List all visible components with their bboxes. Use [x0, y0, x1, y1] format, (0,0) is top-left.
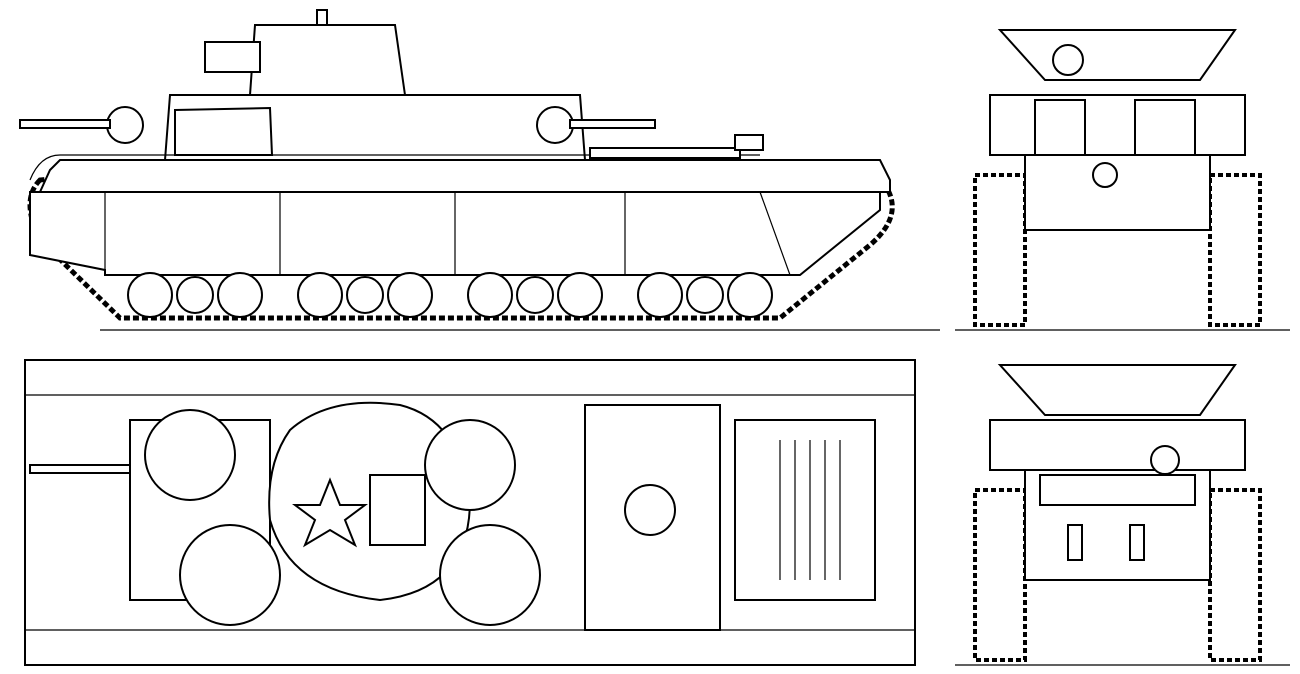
front-mg-turret — [174, 106, 274, 156]
engine-grille — [589, 147, 741, 159]
rear-right-track — [1208, 488, 1262, 662]
rear-small-turret — [536, 106, 574, 144]
top-view — [24, 359, 916, 666]
front-main-turret — [997, 29, 1237, 81]
top-front-gun — [29, 464, 131, 474]
rear-left-turret — [424, 419, 516, 511]
upper-hull — [38, 159, 891, 193]
rear-left-track — [973, 488, 1027, 662]
front-headlight — [1092, 162, 1118, 188]
turret-hatch — [369, 474, 426, 546]
hull-panel-lines — [104, 191, 791, 276]
front-right-turret — [179, 524, 281, 626]
front-right-track — [1208, 173, 1262, 327]
road-wheels — [127, 272, 773, 318]
side-handrail — [29, 154, 760, 181]
front-turret-right — [1134, 99, 1196, 156]
engine-louvres — [779, 440, 841, 580]
main-turret — [248, 24, 407, 96]
rear-turret-port — [1150, 445, 1180, 475]
star-emblem — [292, 477, 368, 548]
rear-hatch-left — [1067, 524, 1083, 561]
main-gun — [204, 41, 261, 73]
engine-deck — [734, 419, 876, 601]
rear-view — [955, 364, 1290, 666]
engine-hatch — [734, 134, 764, 151]
exhaust-grille — [1039, 474, 1196, 506]
turret-periscope — [316, 9, 328, 26]
rear-main-turret — [997, 364, 1237, 416]
mid-hatch — [624, 484, 676, 536]
front-glacis — [1024, 154, 1211, 231]
rear-small-gun — [569, 119, 656, 129]
rear-superstructure — [989, 419, 1246, 471]
front-small-turret — [106, 106, 144, 144]
front-gun-mantlet — [1052, 44, 1084, 76]
front-superstructure — [989, 94, 1246, 156]
front-left-track — [973, 173, 1027, 327]
front-turret-left — [1034, 99, 1086, 156]
front-view — [955, 29, 1290, 331]
side-view — [19, 9, 940, 331]
front-left-turret — [144, 409, 236, 501]
rear-hatch-right — [1129, 524, 1145, 561]
rear-right-turret — [439, 524, 541, 626]
front-small-gun — [19, 119, 111, 129]
